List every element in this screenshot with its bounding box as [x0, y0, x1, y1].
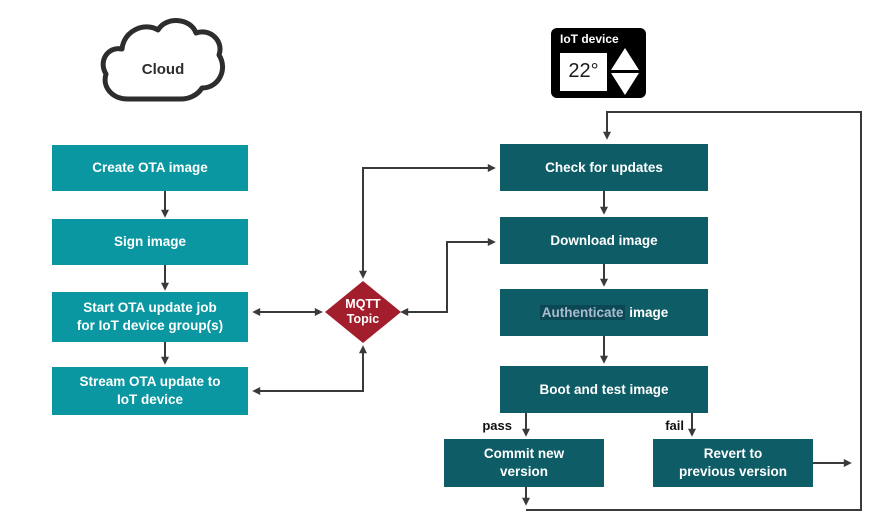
step-label-line1: Revert to — [703, 446, 763, 462]
step-label-line2: previous version — [678, 464, 788, 479]
step-label-line2: version — [499, 464, 549, 479]
up-triangle-icon — [611, 48, 639, 70]
connector-mqtt-stream — [252, 345, 367, 395]
cloud-shape: Cloud — [96, 11, 230, 107]
step-sign-image: Sign image — [52, 219, 248, 265]
mqtt-label-line2: Topic — [346, 312, 380, 326]
iot-device-label: IoT device — [560, 32, 619, 46]
step-label: Download image — [550, 232, 658, 248]
authenticate-highlight: Authenticate — [539, 304, 626, 320]
connector-mqtt-download — [400, 238, 496, 316]
step-commit-new-version: Commit new version — [444, 439, 604, 487]
step-label-line2: IoT device — [116, 392, 184, 407]
pass-label: pass — [482, 418, 512, 433]
step-label: Create OTA image — [92, 160, 208, 176]
step-label-line1: Start OTA update job — [83, 300, 217, 316]
temperature-display: 22° — [560, 52, 607, 91]
step-revert-previous-version: Revert to previous version — [653, 439, 813, 487]
step-label-line2: for IoT device group(s) — [76, 318, 224, 333]
cloud-label: Cloud — [141, 61, 185, 78]
step-start-ota-update-job: Start OTA update job for IoT device grou… — [52, 292, 248, 342]
cloud-icon — [100, 18, 226, 102]
mqtt-label-line1: MQTT — [345, 297, 381, 311]
temperature-stepper — [611, 48, 639, 95]
step-download-image: Download image — [500, 217, 708, 264]
step-label-line1: Stream OTA update to — [79, 374, 221, 390]
connector-mqtt-checkupdates — [359, 164, 496, 279]
step-stream-ota-update: Stream OTA update to IoT device — [52, 367, 248, 415]
step-label: Check for updates — [545, 159, 663, 175]
fail-label: fail — [665, 418, 684, 433]
step-label-line1: Commit new — [483, 446, 565, 462]
step-label: Sign image — [113, 234, 186, 250]
step-authenticate-image: Authenticate image — [500, 289, 708, 336]
step-boot-and-test-image: Boot and test image — [500, 366, 708, 413]
step-create-ota-image: Create OTA image — [52, 145, 248, 191]
step-check-for-updates: Check for updates — [500, 144, 708, 191]
down-triangle-icon — [611, 73, 639, 95]
connector-loop-to-checkupdates — [526, 111, 862, 511]
step-label: Boot and test image — [539, 381, 669, 397]
iot-device: IoT device 22° — [551, 28, 646, 98]
step-label-rest: image — [625, 304, 669, 320]
step-label: Authenticate image — [539, 304, 669, 322]
